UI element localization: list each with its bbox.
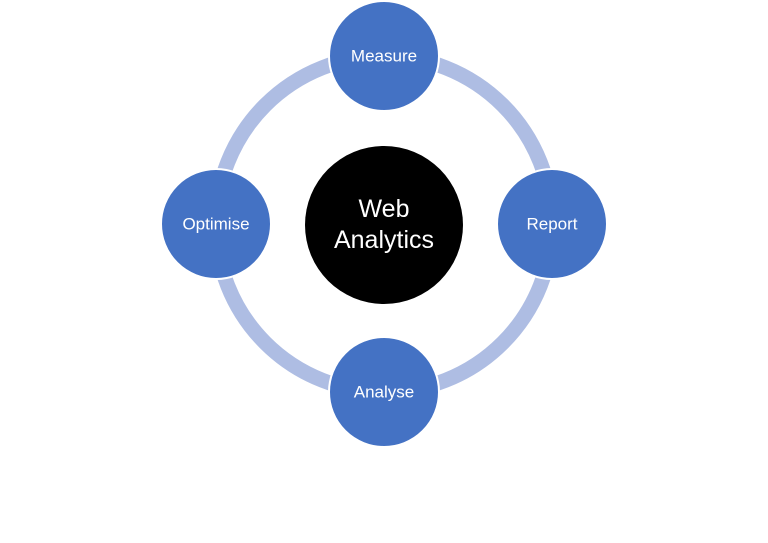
center-label-line2: Analytics bbox=[334, 226, 434, 254]
node-report-circle bbox=[496, 168, 608, 280]
node-measure-circle bbox=[328, 0, 440, 112]
node-analyse: Analyse bbox=[328, 336, 440, 448]
node-optimise-circle bbox=[160, 168, 272, 280]
node-analyse-label: Analyse bbox=[354, 383, 414, 402]
node-report: Report bbox=[496, 168, 608, 280]
center-label-line1: Web bbox=[359, 195, 410, 223]
center-node: Web Analytics bbox=[305, 146, 463, 304]
node-optimise: Optimise bbox=[160, 168, 272, 280]
node-measure: Measure bbox=[328, 0, 440, 112]
node-analyse-circle bbox=[328, 336, 440, 448]
node-measure-label: Measure bbox=[351, 47, 417, 66]
center-circle bbox=[305, 146, 463, 304]
node-optimise-label: Optimise bbox=[182, 215, 249, 234]
node-report-label: Report bbox=[526, 215, 577, 234]
